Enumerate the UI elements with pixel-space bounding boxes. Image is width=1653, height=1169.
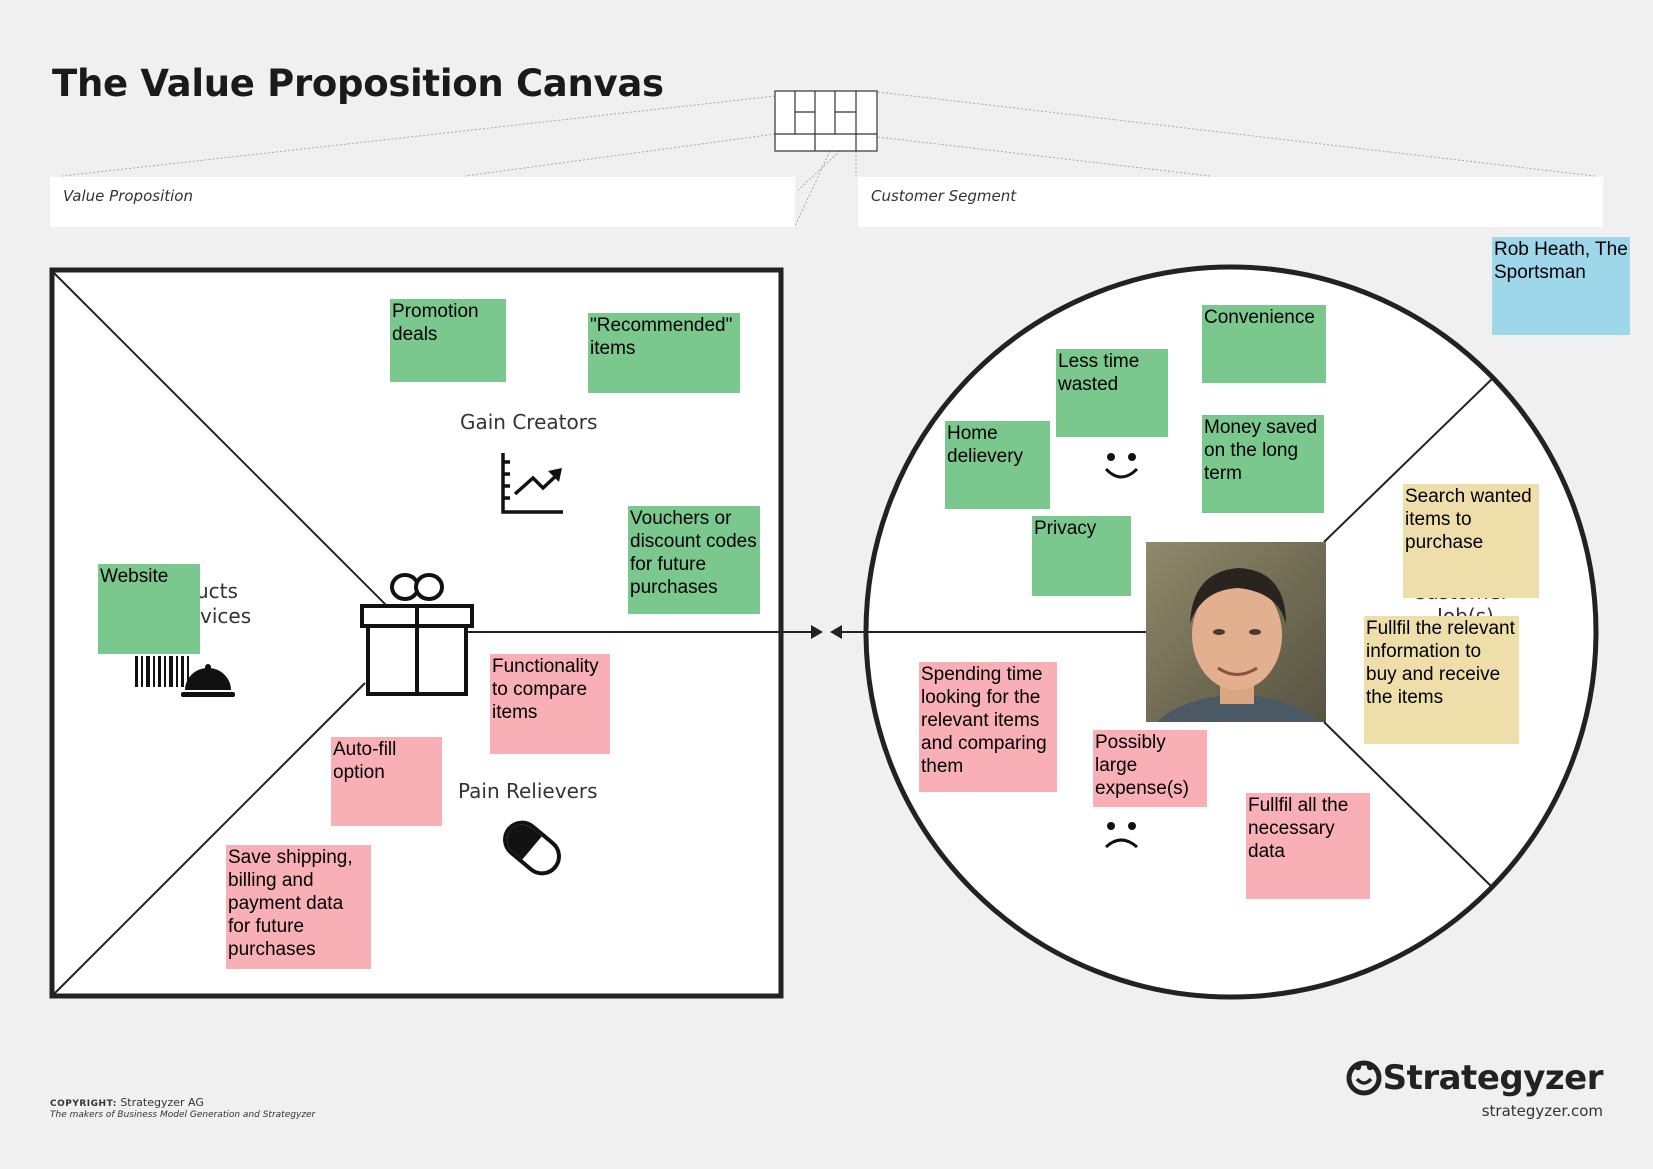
note-money-saved[interactable]: Money saved on the long term bbox=[1202, 415, 1324, 513]
note-persona[interactable]: Rob Heath, The Sportsman bbox=[1492, 237, 1630, 335]
note-convenience[interactable]: Convenience bbox=[1202, 305, 1326, 383]
pain-relievers-label: Pain Relievers bbox=[458, 779, 598, 803]
note-home-delivery[interactable]: Home delievery bbox=[945, 421, 1050, 509]
frown-icon bbox=[1104, 822, 1138, 849]
copyright: COPYRIGHT: Strategyzer AG bbox=[50, 1096, 204, 1109]
barcode-icon bbox=[135, 656, 189, 687]
note-fullfil-data[interactable]: Fullfil all the necessary data bbox=[1246, 793, 1370, 899]
note-vouchers[interactable]: Vouchers or discount codes for future pu… bbox=[628, 506, 760, 614]
note-website[interactable]: Website bbox=[98, 564, 200, 654]
note-promotion-deals[interactable]: Promotion deals bbox=[390, 299, 506, 382]
copyright-holder: Strategyzer AG bbox=[120, 1096, 204, 1109]
products-services-label-1: ucts bbox=[196, 579, 238, 603]
note-recommended-items[interactable]: "Recommended" items bbox=[588, 313, 740, 393]
copyright-label: COPYRIGHT: bbox=[50, 1099, 117, 1109]
note-save-shipping[interactable]: Save shipping, billing and payment data … bbox=[226, 845, 371, 969]
gift-icon bbox=[360, 573, 474, 696]
brand[interactable]: Strategyzer bbox=[1345, 1058, 1604, 1098]
canvas-thumbnail-icon bbox=[774, 90, 878, 152]
brand-name: Strategyzer bbox=[1382, 1058, 1604, 1098]
smile-icon bbox=[1104, 453, 1139, 479]
products-services-label-2: vices bbox=[200, 604, 252, 628]
page-title: The Value Proposition Canvas bbox=[52, 62, 664, 105]
note-fullfil-information[interactable]: Fullfil the relevant information to buy … bbox=[1364, 616, 1519, 744]
gain-creators-label: Gain Creators bbox=[460, 410, 598, 434]
cloche-icon bbox=[181, 664, 235, 697]
note-functionality-compare[interactable]: Functionality to compare items bbox=[490, 654, 610, 754]
chart-up-icon bbox=[501, 453, 563, 514]
value-proposition-label: Value Proposition bbox=[63, 187, 193, 205]
strategyzer-logo-icon bbox=[1346, 1060, 1382, 1096]
tagline: The makers of Business Model Generation … bbox=[50, 1110, 316, 1120]
brand-url[interactable]: strategyzer.com bbox=[1481, 1102, 1603, 1120]
customer-photo bbox=[1146, 542, 1326, 722]
thumbnail-connector-lines bbox=[61, 91, 1596, 227]
customer-segment-label: Customer Segment bbox=[871, 187, 1017, 205]
note-auto-fill[interactable]: Auto-fill option bbox=[331, 737, 442, 826]
note-spending-time[interactable]: Spending time looking for the relevant i… bbox=[919, 662, 1057, 792]
customer-segment-field[interactable]: Customer Segment bbox=[858, 177, 1603, 227]
pill-icon bbox=[503, 820, 561, 876]
note-less-time-wasted[interactable]: Less time wasted bbox=[1056, 349, 1168, 437]
note-large-expenses[interactable]: Possibly large expense(s) bbox=[1093, 730, 1207, 807]
note-privacy[interactable]: Privacy bbox=[1032, 516, 1131, 596]
value-proposition-field[interactable]: Value Proposition bbox=[50, 177, 795, 227]
note-search-items[interactable]: Search wanted items to purchase bbox=[1403, 484, 1539, 598]
